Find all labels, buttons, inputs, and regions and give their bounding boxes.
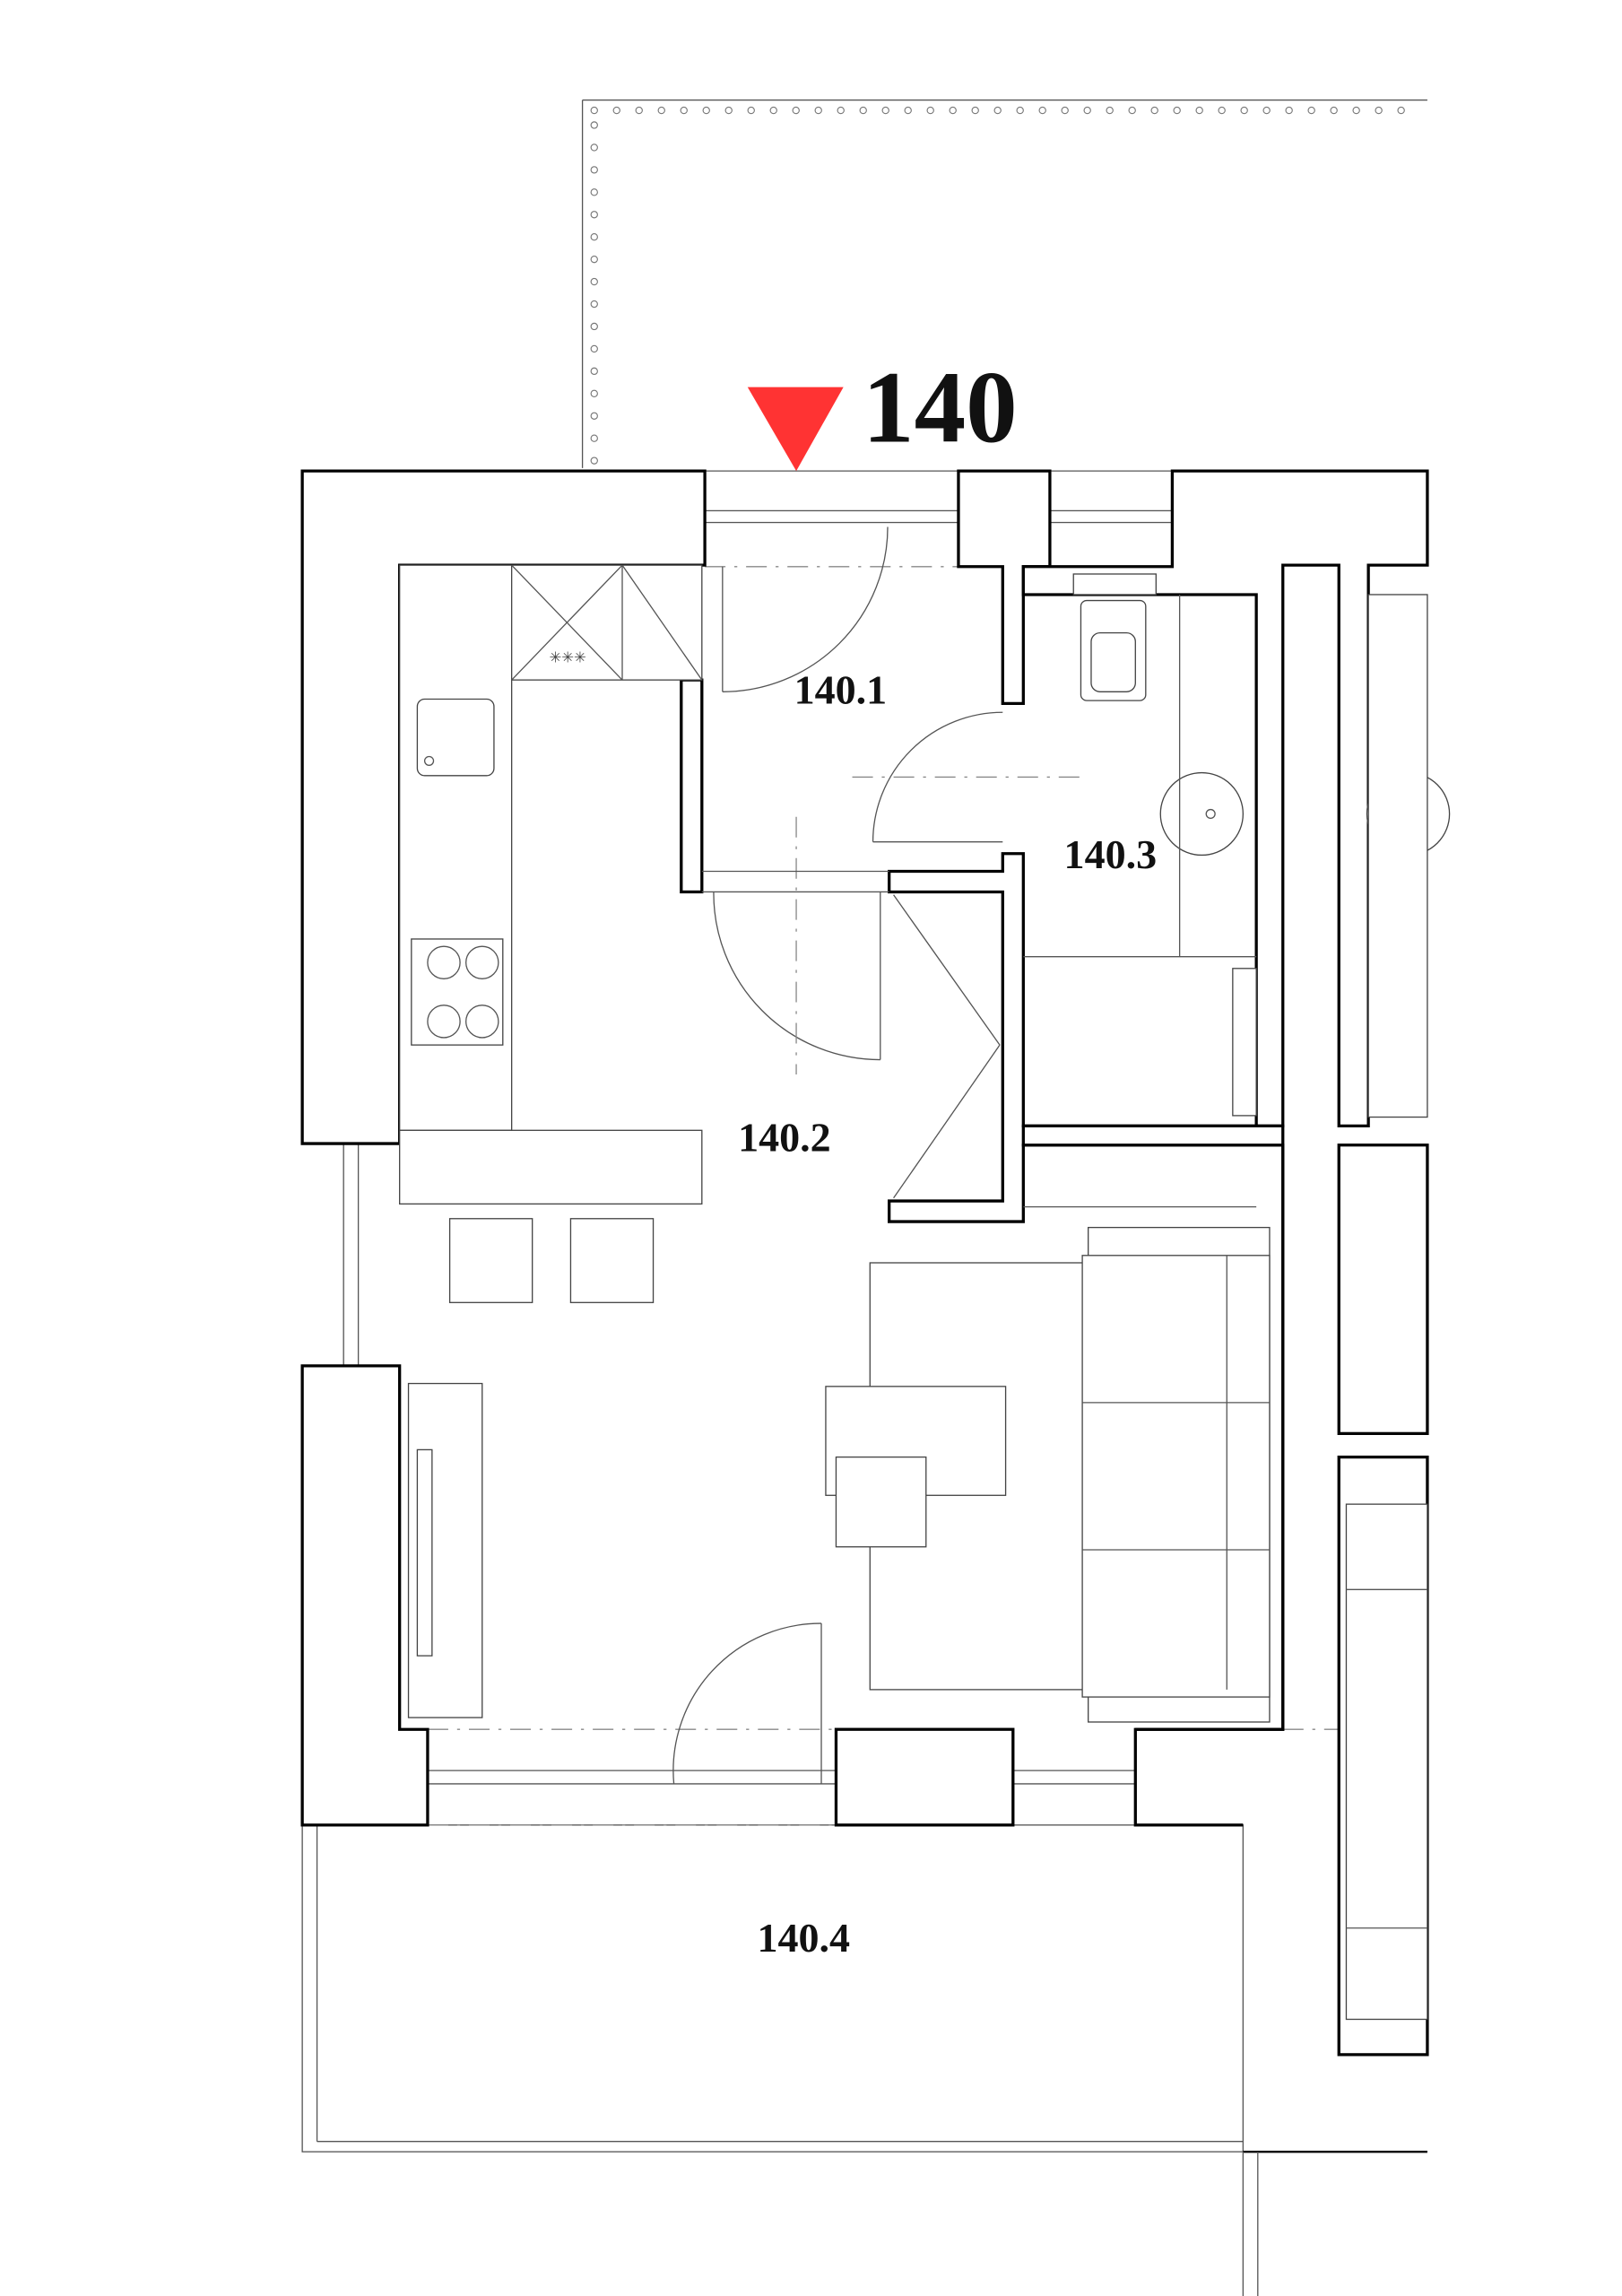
boundary-dot bbox=[590, 277, 598, 286]
boundary-dot bbox=[881, 106, 889, 115]
doors bbox=[672, 526, 1080, 1784]
boundary-dot bbox=[590, 121, 598, 129]
boundary-dot bbox=[590, 255, 598, 264]
stool bbox=[569, 1218, 655, 1303]
room-label-140-2: 140.2 bbox=[738, 1114, 831, 1160]
kitchen-counter: ✳✳✳ bbox=[399, 564, 703, 1303]
wardrobe bbox=[893, 894, 1001, 1199]
boundary-dot bbox=[1038, 106, 1046, 115]
living-furniture bbox=[407, 594, 1428, 2021]
boundary-dot bbox=[590, 412, 598, 420]
room-label-140-1: 140.1 bbox=[794, 666, 888, 712]
room-label-140-4: 140.4 bbox=[757, 1915, 850, 1961]
boundary-dot bbox=[590, 389, 598, 397]
boundary-dot bbox=[702, 106, 710, 115]
boundary-dot bbox=[590, 188, 598, 196]
boundary-dot bbox=[1061, 106, 1069, 115]
boundary-dot bbox=[1397, 106, 1405, 115]
sink-icon bbox=[416, 698, 495, 777]
entrance-marker-icon bbox=[747, 387, 844, 472]
boundary-dot bbox=[993, 106, 1002, 115]
boundary-dot bbox=[1240, 106, 1248, 115]
cooktop-icon bbox=[411, 938, 504, 1046]
boundary-dot bbox=[590, 457, 598, 465]
boundary-dot bbox=[971, 106, 979, 115]
boundary-dot bbox=[590, 344, 598, 353]
boundary-dot bbox=[590, 233, 598, 241]
boundary-dot bbox=[1262, 106, 1271, 115]
boundary-dot bbox=[1307, 106, 1315, 115]
boundary-dot bbox=[926, 106, 934, 115]
tv bbox=[416, 1448, 433, 1657]
boundary-dot bbox=[1218, 106, 1226, 115]
boundary-dot bbox=[747, 106, 755, 115]
armchair bbox=[835, 1456, 927, 1548]
boundary-dot bbox=[590, 300, 598, 309]
shower-tray bbox=[1232, 968, 1257, 1117]
boundary-dot bbox=[837, 106, 845, 115]
balcony bbox=[301, 1824, 1427, 2296]
boundary-dot bbox=[1150, 106, 1158, 115]
boundary-dot bbox=[769, 106, 777, 115]
boundary-dot bbox=[612, 106, 620, 115]
neighbor-bed bbox=[1345, 1503, 1428, 2021]
boundary-dot bbox=[1106, 106, 1114, 115]
boundary-dot bbox=[590, 322, 598, 331]
boundary-dot bbox=[590, 166, 598, 174]
boundary-dot bbox=[590, 106, 598, 115]
stool bbox=[448, 1218, 533, 1303]
boundary-dot bbox=[1285, 106, 1293, 115]
boundary-dot bbox=[1083, 106, 1091, 115]
boundary-dot bbox=[1375, 106, 1383, 115]
boundary-dot bbox=[635, 106, 643, 115]
room-label-140-3: 140.3 bbox=[1064, 831, 1158, 877]
boundary-dot bbox=[590, 434, 598, 442]
boundary-dot bbox=[680, 106, 688, 115]
boundary-dot bbox=[859, 106, 867, 115]
boundary-dot bbox=[1016, 106, 1024, 115]
boundary-dot bbox=[814, 106, 822, 115]
boundary-dot bbox=[1128, 106, 1136, 115]
unit-number: 140 bbox=[863, 350, 1018, 464]
boundary-dot bbox=[1173, 106, 1181, 115]
boundary-dot bbox=[1195, 106, 1203, 115]
boundary-dot bbox=[792, 106, 800, 115]
boundary-dot bbox=[590, 367, 598, 376]
hood-icon: ✳✳✳ bbox=[550, 648, 586, 665]
boundary-dot bbox=[1352, 106, 1360, 115]
dotted-boundary bbox=[581, 99, 1427, 468]
boundary-dot bbox=[1330, 106, 1338, 115]
boundary-dot bbox=[904, 106, 912, 115]
boundary-dot bbox=[949, 106, 957, 115]
washbasin-icon bbox=[1159, 771, 1245, 857]
boundary-dot bbox=[724, 106, 733, 115]
boundary-dot bbox=[657, 106, 665, 115]
boundary-dot bbox=[590, 144, 598, 152]
boundary-dot bbox=[590, 211, 598, 219]
